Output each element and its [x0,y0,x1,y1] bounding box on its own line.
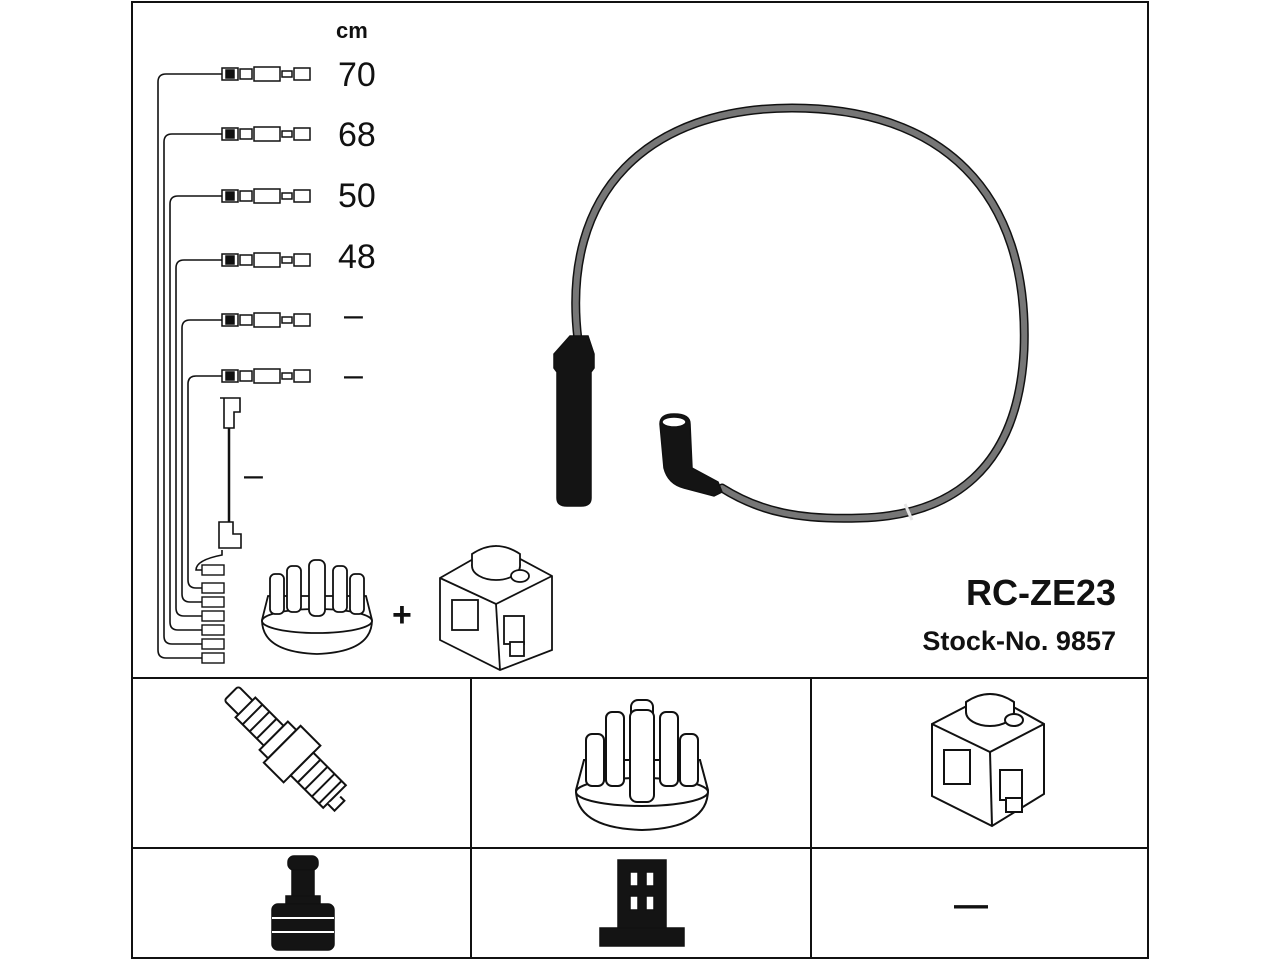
product-code: RC-ZE23 [965,572,1116,613]
ignition-lead-icon [553,103,1029,523]
lead-base-connector-7 [201,652,225,664]
ignition-coil-icon [439,544,553,671]
lead-terminal-4 [221,252,311,268]
lead-terminal-3 [221,188,311,204]
lead-base-connector-3 [201,596,225,608]
lead-base-connector-4 [201,610,225,622]
lead-length-5: – [344,296,363,334]
coil-lead-icon [218,397,242,549]
frame [131,1,1149,959]
lead-terminal-1 [221,66,311,82]
lead-terminals [221,66,311,384]
stock-number: Stock-No. 9857 [922,626,1116,656]
lead-length-2: 68 [338,116,376,154]
lead-terminal-5 [221,312,311,328]
lead-base-connector-5 [201,624,225,636]
lead-length-3: 50 [338,177,376,215]
lead-terminal-6 [221,368,311,384]
length-unit-label: cm [336,18,368,43]
spark-plug-icon [224,686,348,813]
lead-terminal-2 [221,126,311,142]
lead-base-connector-1 [201,564,225,576]
lead-wires [157,73,223,659]
ignition-coil-large-icon [931,692,1045,828]
lead-base-connector-6 [201,638,225,650]
distributor-cap-icon [261,559,373,655]
coil-lead-length: – [244,456,263,494]
lead-base-connector-2 [201,582,225,594]
lead-length-4: 48 [338,238,376,276]
lead-length-1: 70 [338,56,376,94]
plus-sign: + [392,596,412,634]
distributor-connector-icon [599,859,685,947]
distributor-cap-large-icon [574,699,710,832]
lead-base-connectors [201,564,225,664]
spark-plug-connector-icon [271,855,335,951]
lead-length-6: – [344,356,363,394]
no-coil-connector-dash: — [954,886,988,924]
